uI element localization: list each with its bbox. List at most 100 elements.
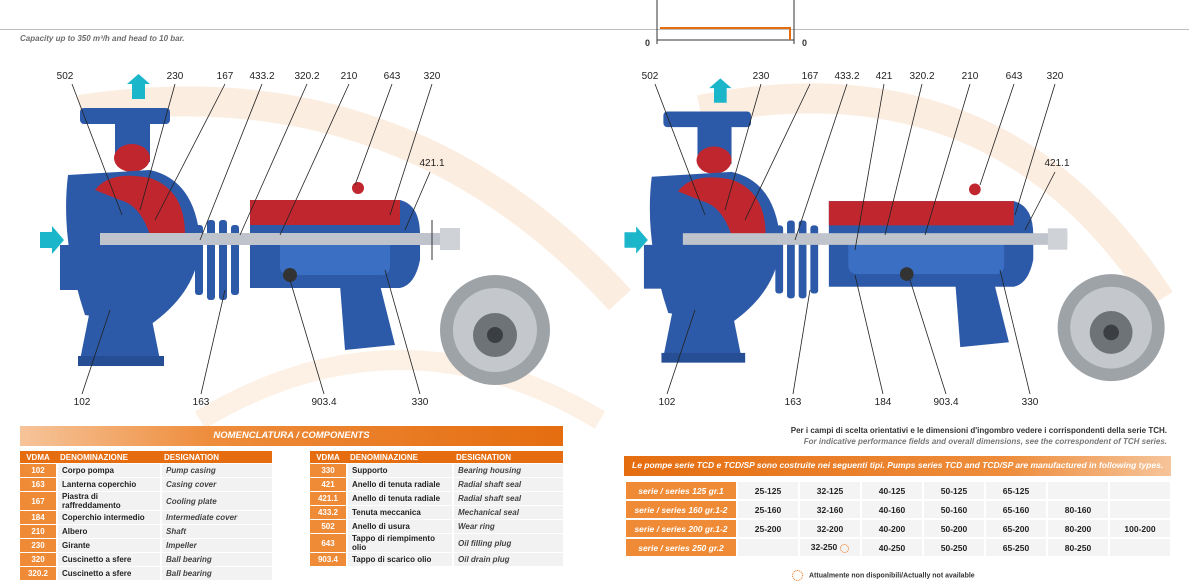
part-label: 167	[217, 71, 234, 82]
model-cell: 40-160	[862, 501, 922, 518]
part-label: 230	[753, 71, 770, 82]
col-vdma: VDMA	[20, 451, 56, 463]
component-code: 320	[20, 553, 56, 566]
component-name-it: Girante	[56, 539, 160, 552]
note-italian: Per i campi di scelta orientativi e le d…	[790, 426, 1167, 435]
component-code: 421.1	[310, 492, 346, 505]
pump-cutaway-right	[624, 78, 1165, 382]
component-name-it: Anello di tenuta radiale	[346, 492, 452, 505]
part-label: 184	[875, 397, 892, 408]
model-code: 32-125	[816, 485, 844, 496]
part-label: 320	[424, 71, 441, 82]
chart-zero-left: 0	[645, 38, 651, 48]
part-label: 330	[1022, 397, 1039, 408]
model-code: 25-125	[754, 485, 782, 496]
component-code: 163	[20, 478, 56, 491]
series-header-text: Le pompe serie TCD e TCD/SP sono costrui…	[632, 460, 1164, 470]
model-code: 50-200	[940, 523, 968, 534]
component-name-en: Impeller	[160, 539, 272, 552]
model-cell: 25-125	[738, 482, 798, 499]
model-cell	[1048, 482, 1108, 499]
component-name-en: Pump casing	[160, 464, 272, 477]
pump-labels-left: 502 230 167 433.2 320.2 210 643 320 421.…	[57, 71, 445, 408]
part-label: 320.2	[294, 71, 319, 82]
model-code: 50-250	[940, 542, 968, 553]
part-label: 433.2	[249, 71, 274, 82]
model-code: 50-125	[940, 485, 968, 496]
model-code: 32-160	[816, 504, 844, 515]
model-code: 40-200	[878, 523, 906, 534]
model-cell: 65-200	[986, 520, 1046, 537]
model-code: 80-200	[1064, 523, 1092, 534]
part-label: 502	[57, 71, 74, 82]
component-code: 421	[310, 478, 346, 491]
part-label: 102	[659, 397, 676, 408]
part-label: 502	[642, 71, 659, 82]
component-code: 102	[20, 464, 56, 477]
series-label: serie / series 250 gr.2	[626, 539, 736, 556]
part-label: 421	[876, 71, 893, 82]
model-cell: 65-160	[986, 501, 1046, 518]
model-cell: 32-125	[800, 482, 860, 499]
component-name-en: Bearing housing	[452, 464, 563, 477]
model-code: 40-125	[878, 485, 906, 496]
model-cell: 40-125	[862, 482, 922, 499]
component-name-en: Ball bearing	[160, 553, 272, 566]
model-cell: 80-160	[1048, 501, 1108, 518]
component-name-it: Corpo pompa	[56, 464, 160, 477]
not-available-icon	[792, 570, 803, 581]
component-name-it: Cuscinetto a sfere	[56, 567, 160, 580]
component-name-it: Lanterna coperchio	[56, 478, 160, 491]
component-name-en: Cooling plate	[160, 492, 272, 510]
part-label: 643	[1006, 71, 1023, 82]
model-cell: 65-250	[986, 539, 1046, 556]
discharge-arrow-icon	[709, 78, 732, 103]
component-name-it: Tappo di riempimento olio	[346, 534, 452, 552]
component-name-it: Cuscinetto a sfere	[56, 553, 160, 566]
part-label: 903.4	[311, 397, 336, 408]
part-label: 643	[384, 71, 401, 82]
component-name-en: Casing cover	[160, 478, 272, 491]
nomenclature-title: NOMENCLATURA / COMPONENTS	[213, 430, 370, 441]
part-label: 421.1	[419, 158, 444, 169]
model-cell: 50-125	[924, 482, 984, 499]
note-english: For indicative performance fields and ov…	[803, 437, 1167, 446]
component-code: 502	[310, 520, 346, 533]
component-name-it: Supporto	[346, 464, 452, 477]
part-label: 230	[167, 71, 184, 82]
suction-arrow-icon	[40, 226, 64, 254]
part-label: 163	[193, 397, 210, 408]
part-label: 903.4	[933, 397, 958, 408]
discharge-arrow-icon	[127, 74, 150, 99]
model-code: 25-200	[754, 523, 782, 534]
model-cell: 25-160	[738, 501, 798, 518]
component-code: 643	[310, 534, 346, 552]
series-label: serie / series 125 gr.1	[626, 482, 736, 499]
pump-cutaway-left	[40, 74, 550, 385]
model-cell: 50-160	[924, 501, 984, 518]
chart-fragment-lines	[656, 0, 795, 44]
col-vdma: VDMA	[310, 451, 346, 463]
part-label: 421.1	[1044, 158, 1069, 169]
model-cell	[1110, 501, 1170, 518]
model-code: 25-160	[754, 504, 782, 515]
chart-fragment: 0 0	[630, 0, 830, 50]
part-label: 433.2	[834, 71, 859, 82]
component-name-en: Radial shaft seal	[452, 492, 563, 505]
component-code: 184	[20, 511, 56, 524]
model-cell	[1110, 539, 1170, 556]
component-name-it: Anello di usura	[346, 520, 452, 533]
model-code: 100-200	[1124, 523, 1156, 534]
component-code: 433.2	[310, 506, 346, 519]
